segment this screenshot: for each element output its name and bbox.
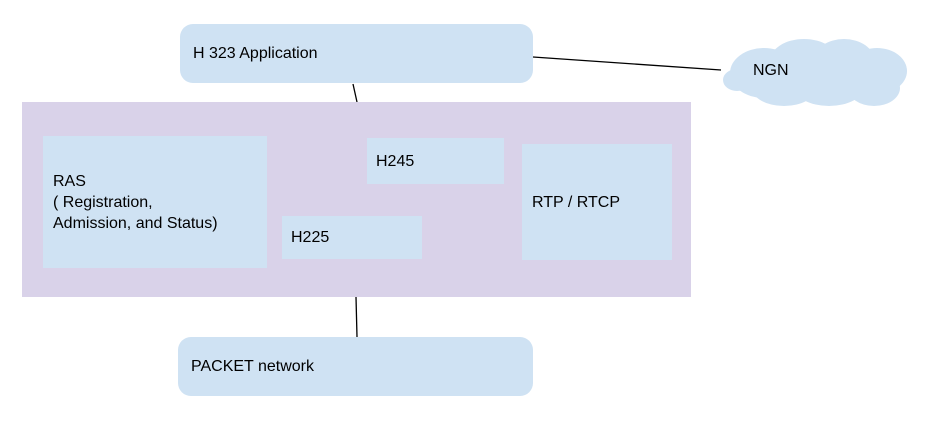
ras-label-line3: Admission, and Status) <box>53 214 218 232</box>
ras-label: RAS ( Registration, Admission, and Statu… <box>53 171 218 234</box>
cloud-icon <box>723 39 907 106</box>
rtp-rtcp-box: RTP / RTCP <box>522 144 672 260</box>
connector-app-to-cloud <box>532 56 722 71</box>
ras-label-line1: RAS <box>53 172 86 190</box>
ngn-label: NGN <box>753 62 789 79</box>
ras-label-line2: ( Registration, <box>53 193 153 211</box>
h245-box: H245 <box>367 138 504 184</box>
h323-application-label: H 323 Application <box>193 45 318 62</box>
h225-label: H225 <box>291 229 330 246</box>
rtp-rtcp-label: RTP / RTCP <box>532 193 621 211</box>
h245-label: H245 <box>376 152 415 170</box>
h225-box: H225 <box>282 216 422 259</box>
protocol-stack-container: RAS ( Registration, Admission, and Statu… <box>22 102 691 297</box>
packet-network-label: PACKET network <box>191 358 315 375</box>
ngn-cloud: NGN <box>719 33 910 108</box>
connector-app-to-stack <box>352 83 358 103</box>
connector-stack-to-network <box>355 296 358 338</box>
packet-network-box: PACKET network <box>178 337 533 396</box>
ras-box: RAS ( Registration, Admission, and Statu… <box>43 136 267 268</box>
h323-application-box: H 323 Application <box>180 24 533 83</box>
